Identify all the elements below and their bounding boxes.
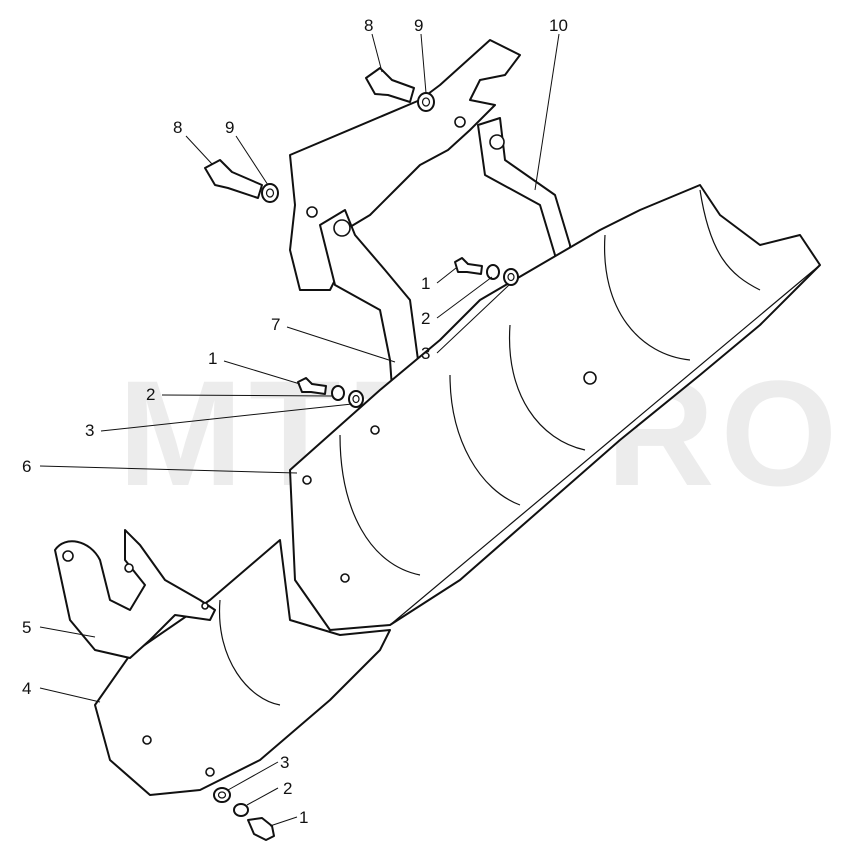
callout-6: 6 [22,457,31,476]
washer-2-middle [331,385,345,401]
washer-3-middle [348,390,364,408]
washer-3-right [503,268,519,286]
washer-2-bottom [233,803,249,817]
callout-2-middle: 2 [146,385,155,404]
callout-9-top: 9 [414,16,423,35]
bolt-1-right [454,257,483,275]
callout-1-middle: 1 [208,349,217,368]
washer-9-top [417,92,435,112]
callout-2-bottom: 2 [283,779,292,798]
callout-3-middle: 3 [85,421,94,440]
bolt-8-left [204,159,263,199]
washer-3-bottom [213,787,231,803]
leader-lines [39,33,560,827]
bolt-1-middle [297,377,327,395]
callout-4: 4 [22,679,31,698]
callout-1-bottom: 1 [299,808,308,827]
hook-bracket-5 [54,529,216,659]
callout-8-left: 8 [173,118,182,137]
washer-9-left [261,183,279,203]
shield-4 [94,539,391,796]
callout-3-right: 3 [421,344,430,363]
washer-2-right [486,264,500,280]
callout-9-left: 9 [225,118,234,137]
shield-6 [289,184,821,631]
callout-2-right: 2 [421,309,430,328]
callout-labels: 8 9 10 8 9 1 2 3 7 1 2 3 6 5 4 3 2 1 [22,16,568,827]
callout-1-right: 1 [421,274,430,293]
callout-3-bottom: 3 [280,753,289,772]
callout-10: 10 [549,16,568,35]
callout-5: 5 [22,618,31,637]
bolt-8-top [365,67,415,103]
callout-7: 7 [271,315,280,334]
callout-8-top: 8 [364,16,373,35]
bolt-1-bottom [247,817,275,841]
